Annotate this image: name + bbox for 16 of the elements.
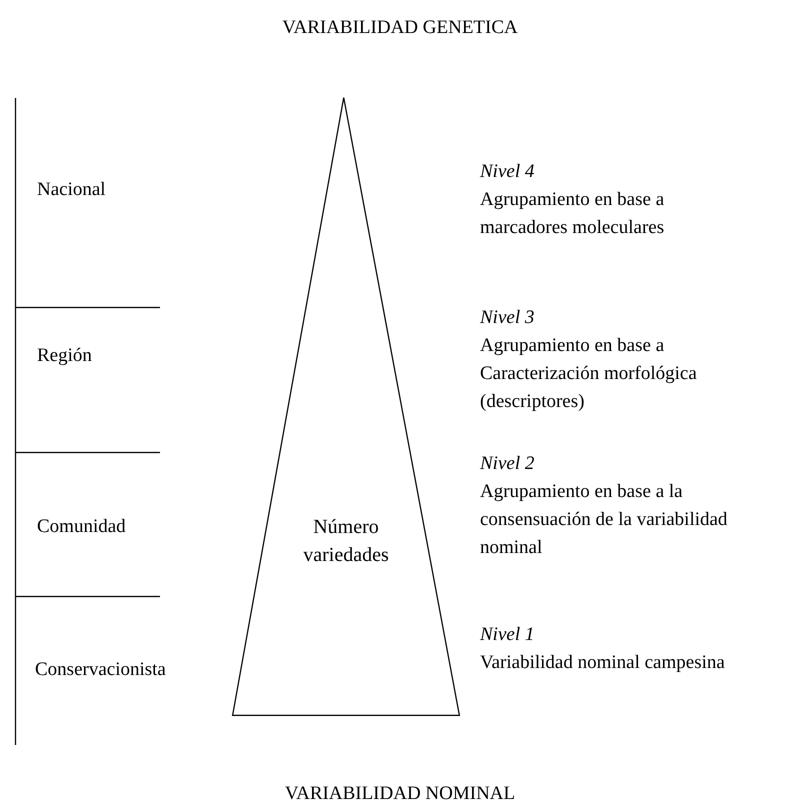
level-description: Agrupamiento en base a Caracterización morfológica (descriptores) [480, 334, 698, 414]
level-heading: Nivel 2 [480, 452, 536, 476]
triangle-shape [232, 97, 460, 716]
level-heading: Nivel 3 [480, 306, 536, 330]
scale-label: Región [37, 344, 93, 368]
scale-label: Conservacionista [35, 658, 167, 682]
diagram-caption: VARIABILIDAD NOMINAL [284, 782, 516, 806]
diagram-title: VARIABILIDAD GENETICA [282, 16, 518, 40]
level-heading: Nivel 4 [480, 160, 536, 184]
level-description: Agrupamiento en base a marcadores moleculares [480, 188, 666, 240]
level-description: Variabilidad nominal campesina [480, 651, 726, 675]
scale-label: Comunidad [37, 515, 127, 539]
level-description: Agrupamiento en base a la consensuación de la variabilidad nominal [480, 480, 728, 560]
level-heading: Nivel 1 [480, 623, 536, 647]
scale-label: Nacional [37, 178, 107, 202]
node-label: Número variedades [302, 515, 390, 568]
